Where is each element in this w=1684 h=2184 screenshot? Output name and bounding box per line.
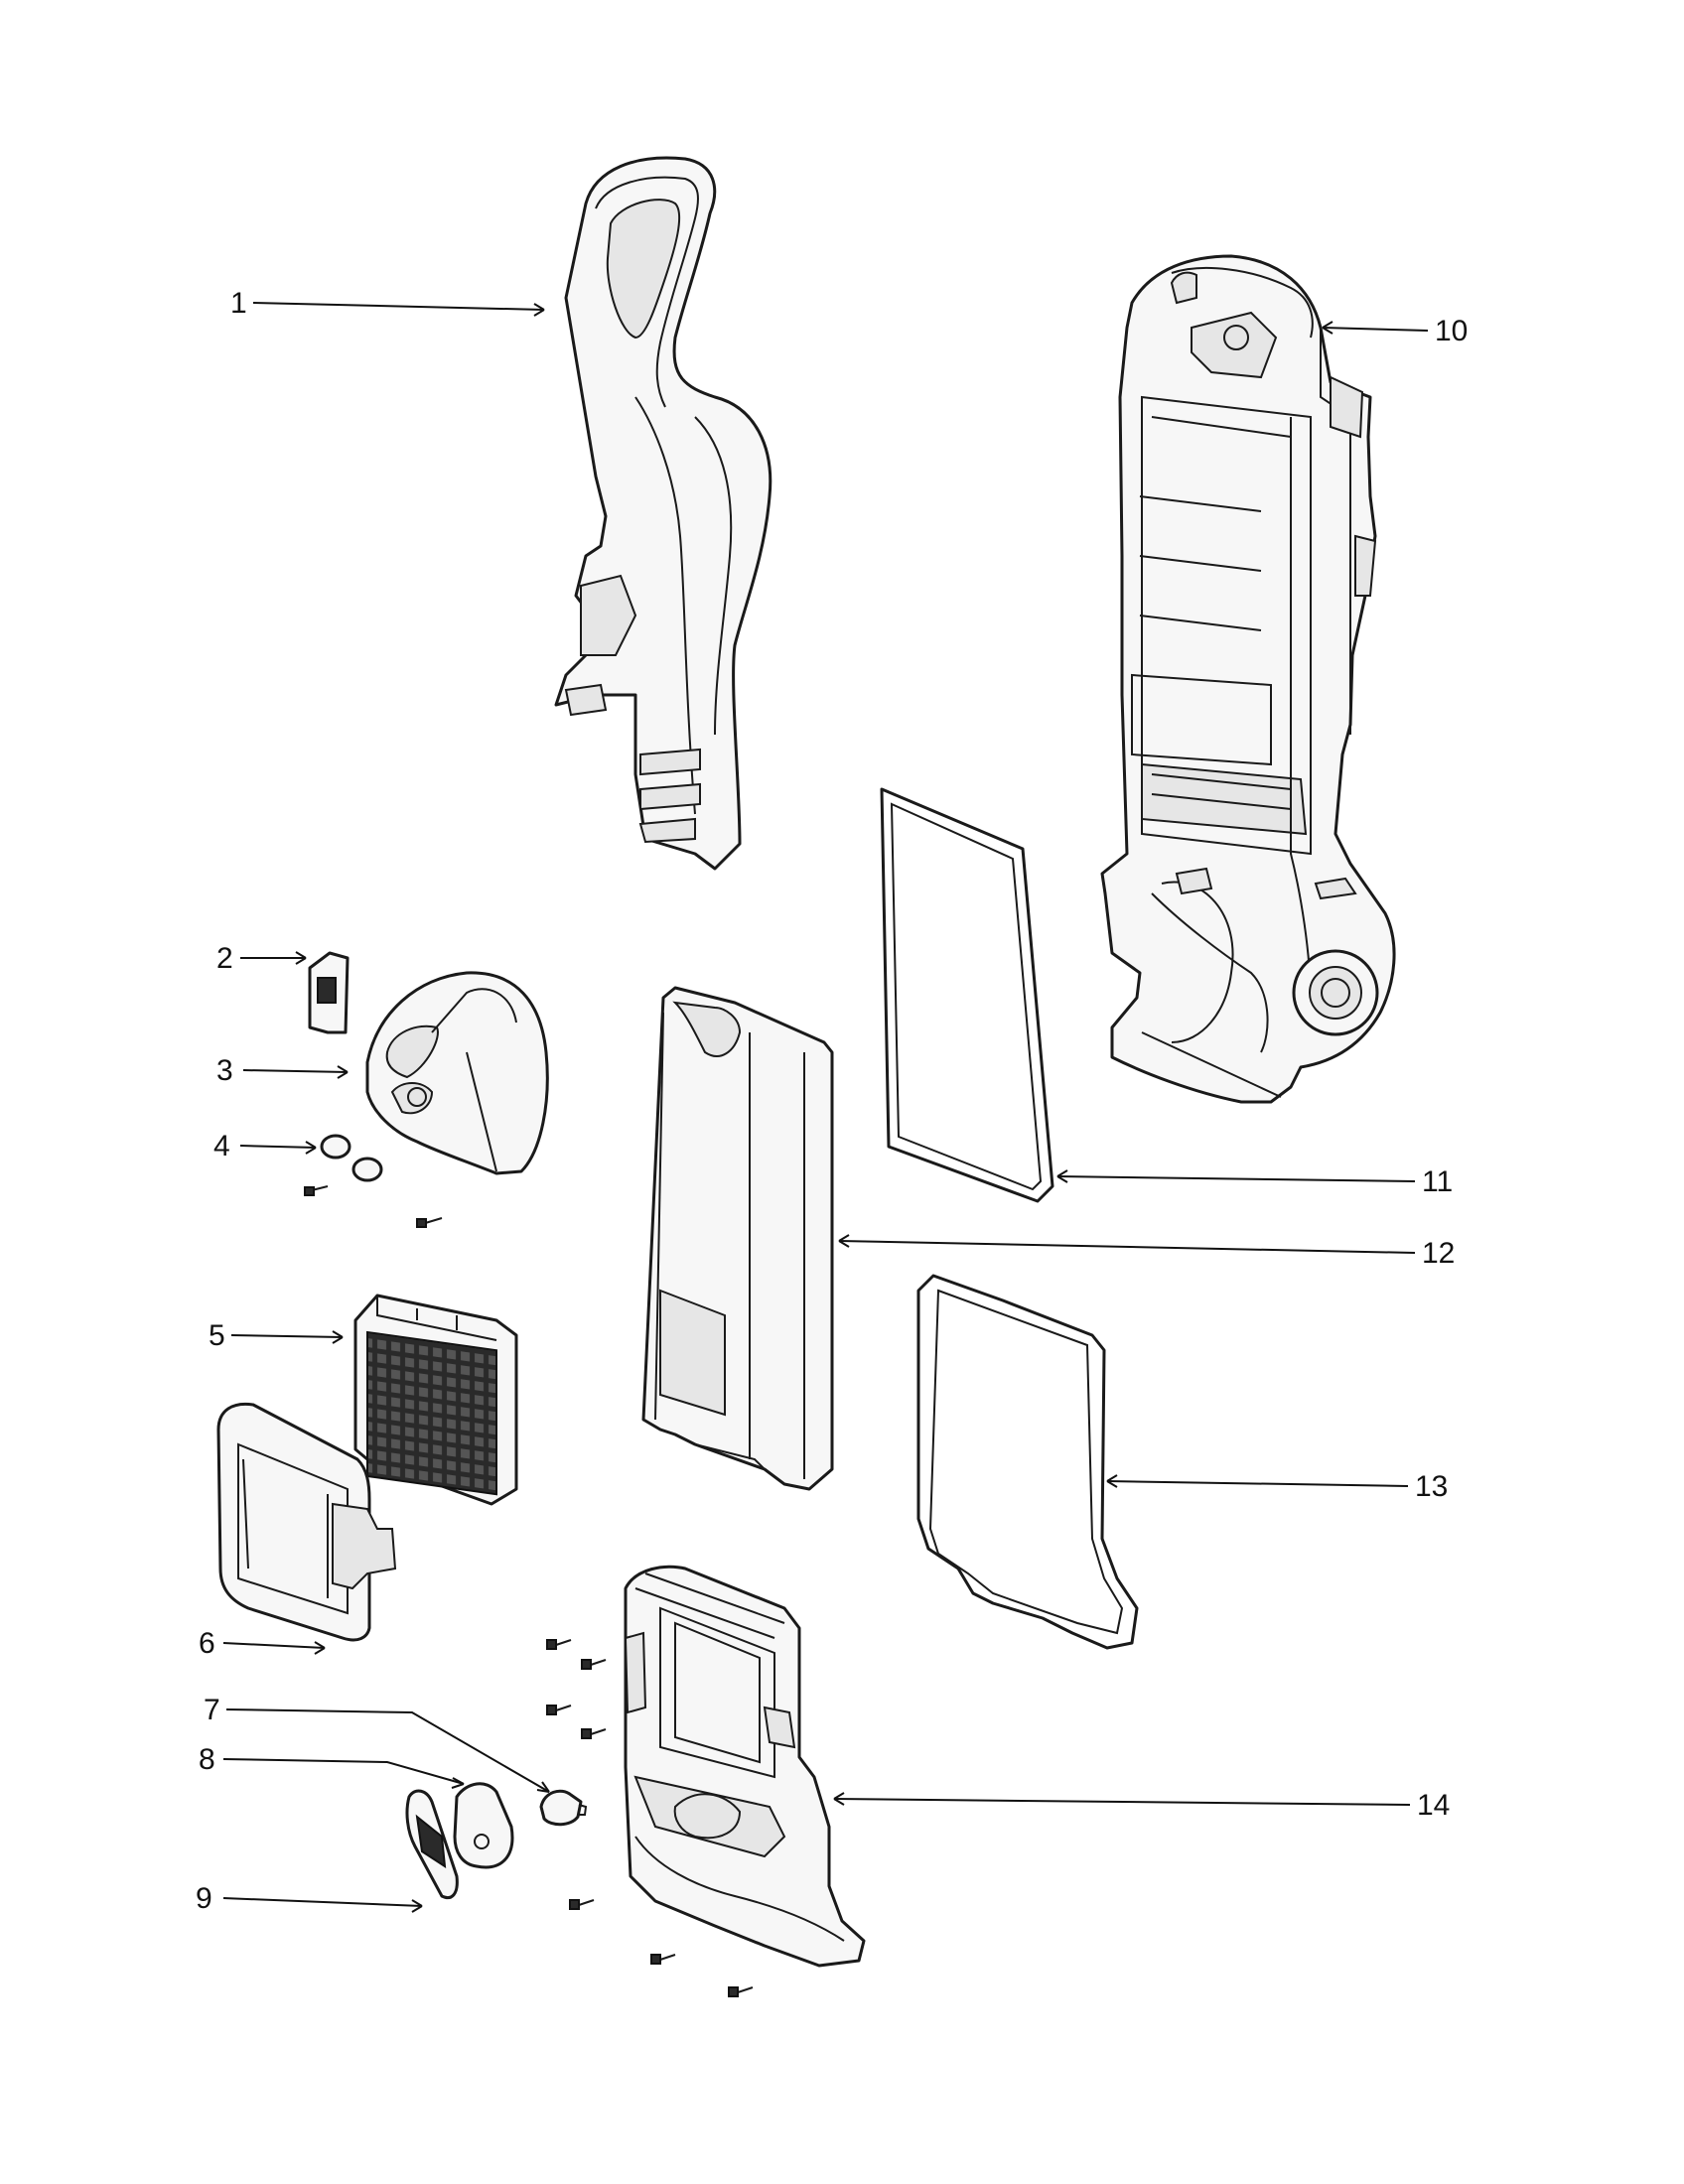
leader-8 (222, 1758, 465, 1785)
part-6-filter-door (216, 1402, 397, 1642)
leader-10 (1322, 327, 1429, 332)
callout-8: 8 (199, 1743, 215, 1776)
part-8-lens (453, 1782, 514, 1869)
callout-11: 11 (1422, 1165, 1453, 1198)
callout-labels: 1 2 3 4 5 6 7 8 9 10 11 12 13 14 (196, 287, 1468, 1915)
part-12-bag-door (641, 986, 834, 1491)
screw (569, 1899, 595, 1910)
leader-11 (1056, 1175, 1416, 1182)
screw (581, 1659, 607, 1670)
part-2-switch (308, 951, 350, 1034)
screw (546, 1639, 572, 1650)
leader-6 (222, 1642, 326, 1649)
leader-1-arrow (533, 303, 545, 317)
leader-9 (222, 1897, 423, 1907)
leader-4 (239, 1145, 317, 1149)
leader-3 (242, 1069, 349, 1073)
part-5-filter (353, 1294, 518, 1506)
screw (650, 1954, 676, 1965)
leader-13 (1106, 1480, 1409, 1487)
callout-14: 14 (1417, 1789, 1450, 1822)
part-11-gasket (880, 787, 1054, 1203)
leader-1 (252, 302, 545, 311)
leader-5 (230, 1334, 344, 1338)
callout-9: 9 (196, 1882, 212, 1915)
callout-5: 5 (209, 1319, 225, 1352)
screws-group (546, 1639, 754, 1997)
callout-2: 2 (216, 942, 233, 975)
callout-4: 4 (213, 1130, 230, 1162)
callout-7: 7 (204, 1694, 220, 1726)
screw (581, 1728, 607, 1739)
callout-1: 1 (230, 287, 247, 320)
part-13-large-gasket (916, 1274, 1139, 1650)
screw (546, 1705, 572, 1715)
part-9-bezel (405, 1789, 459, 1900)
part-7-bulb (539, 1789, 588, 1827)
screw (728, 1986, 754, 1997)
part-10-main-body (1100, 254, 1396, 1104)
leader-7 (225, 1708, 550, 1793)
callout-6: 6 (199, 1627, 215, 1660)
part-4-knobs (304, 1134, 443, 1228)
callout-12: 12 (1422, 1237, 1455, 1270)
leader-12 (838, 1240, 1416, 1254)
callout-3: 3 (216, 1054, 233, 1087)
leader-14 (833, 1798, 1411, 1806)
part-1-handle (554, 156, 772, 871)
callout-10: 10 (1435, 315, 1468, 347)
leader-lines (222, 302, 1429, 1913)
callout-13: 13 (1415, 1470, 1448, 1503)
part-14-lower-housing (624, 1565, 866, 1968)
part-3-cover (365, 971, 549, 1175)
